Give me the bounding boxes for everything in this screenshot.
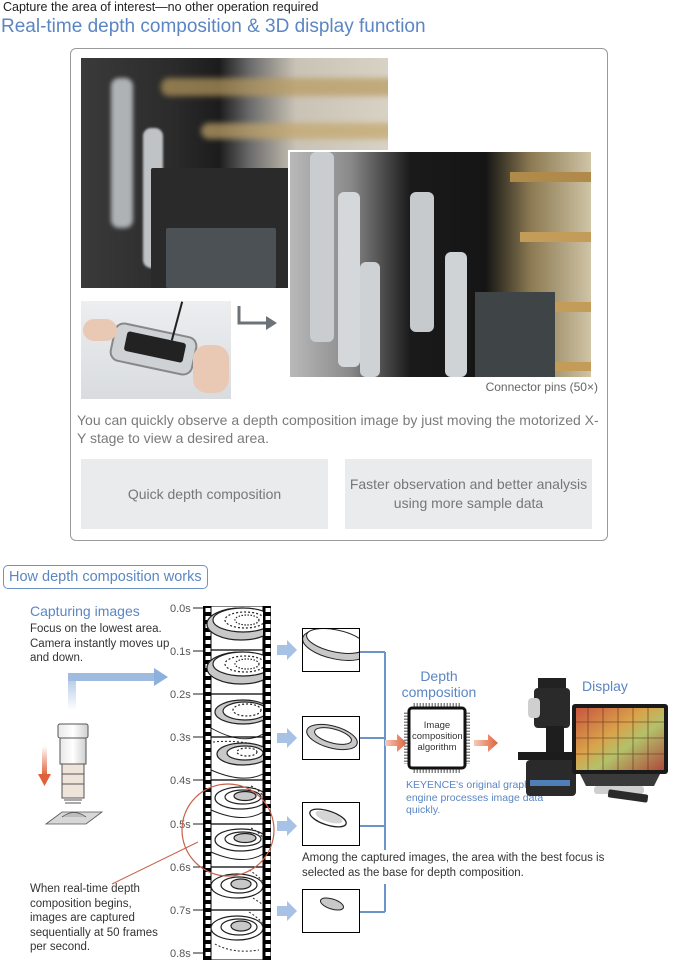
time-label: 0.5s [170,819,191,831]
section-subtitle: Capture the area of interest—no other op… [3,0,319,14]
photo-caption: Connector pins (50×) [485,380,598,394]
time-label: 0.1s [170,646,191,658]
pointer-line [111,841,199,885]
chip-label: Image composition algorithm [412,720,463,753]
feature-faster-observation: Faster observation and better analysis u… [345,459,592,529]
time-label: 0.6s [170,862,191,874]
feature-description: You can quickly observe a depth composit… [77,412,599,446]
selected-frame-4 [302,889,360,933]
section-title: Real-time depth composition & 3D display… [1,16,426,37]
best-focus-highlight-circle [181,783,275,877]
time-label: 0.3s [170,732,191,744]
sharp-connector-photo [288,150,591,377]
selected-frame-3 [302,802,360,846]
arrow-right-orange-icon [385,734,407,752]
arrow-right-icon [277,640,297,660]
time-label: 0.8s [170,948,191,960]
time-label: 0.2s [170,689,191,701]
arrow-right-icon [277,816,297,836]
selection-note: Among the captured images, the area with… [302,852,605,879]
engine-note: KEYENCE's original graphics engine proce… [406,779,544,816]
arrow-right-orange-icon [474,734,498,752]
selected-frame-1 [302,628,360,672]
time-label: 0.0s [170,603,191,615]
time-label: 0.7s [170,905,191,917]
chip-icon [404,703,470,773]
time-label: 0.4s [170,775,191,787]
flow-arrow-icon [68,668,168,710]
sample-stage-icon [44,811,104,825]
arrow-right-icon [277,901,297,921]
display-title: Display [582,678,628,694]
camera-objective-icon [38,723,89,804]
feature-label: Faster observation and better analysis u… [349,476,588,511]
begin-note: When real-time depth composition begins,… [30,883,158,953]
blurred-connector-photo [81,58,388,288]
film-strip-diagram [193,606,271,960]
connector-lines [360,651,386,913]
capturing-text: Focus on the lowest area. Camera instant… [30,623,170,664]
microscope-display-image [518,678,668,803]
arrow-right-icon [277,728,297,748]
step-arrow-icon [237,306,277,330]
how-it-works-label: How depth composition works [3,565,208,589]
depth-composition-title: Depth composition [401,668,477,700]
feature-quick-depth: Quick depth composition [81,459,328,529]
selected-frame-2 [302,716,360,760]
feature-label: Quick depth composition [127,485,282,502]
capturing-title: Capturing images [30,603,140,619]
controller-photo [81,301,231,399]
